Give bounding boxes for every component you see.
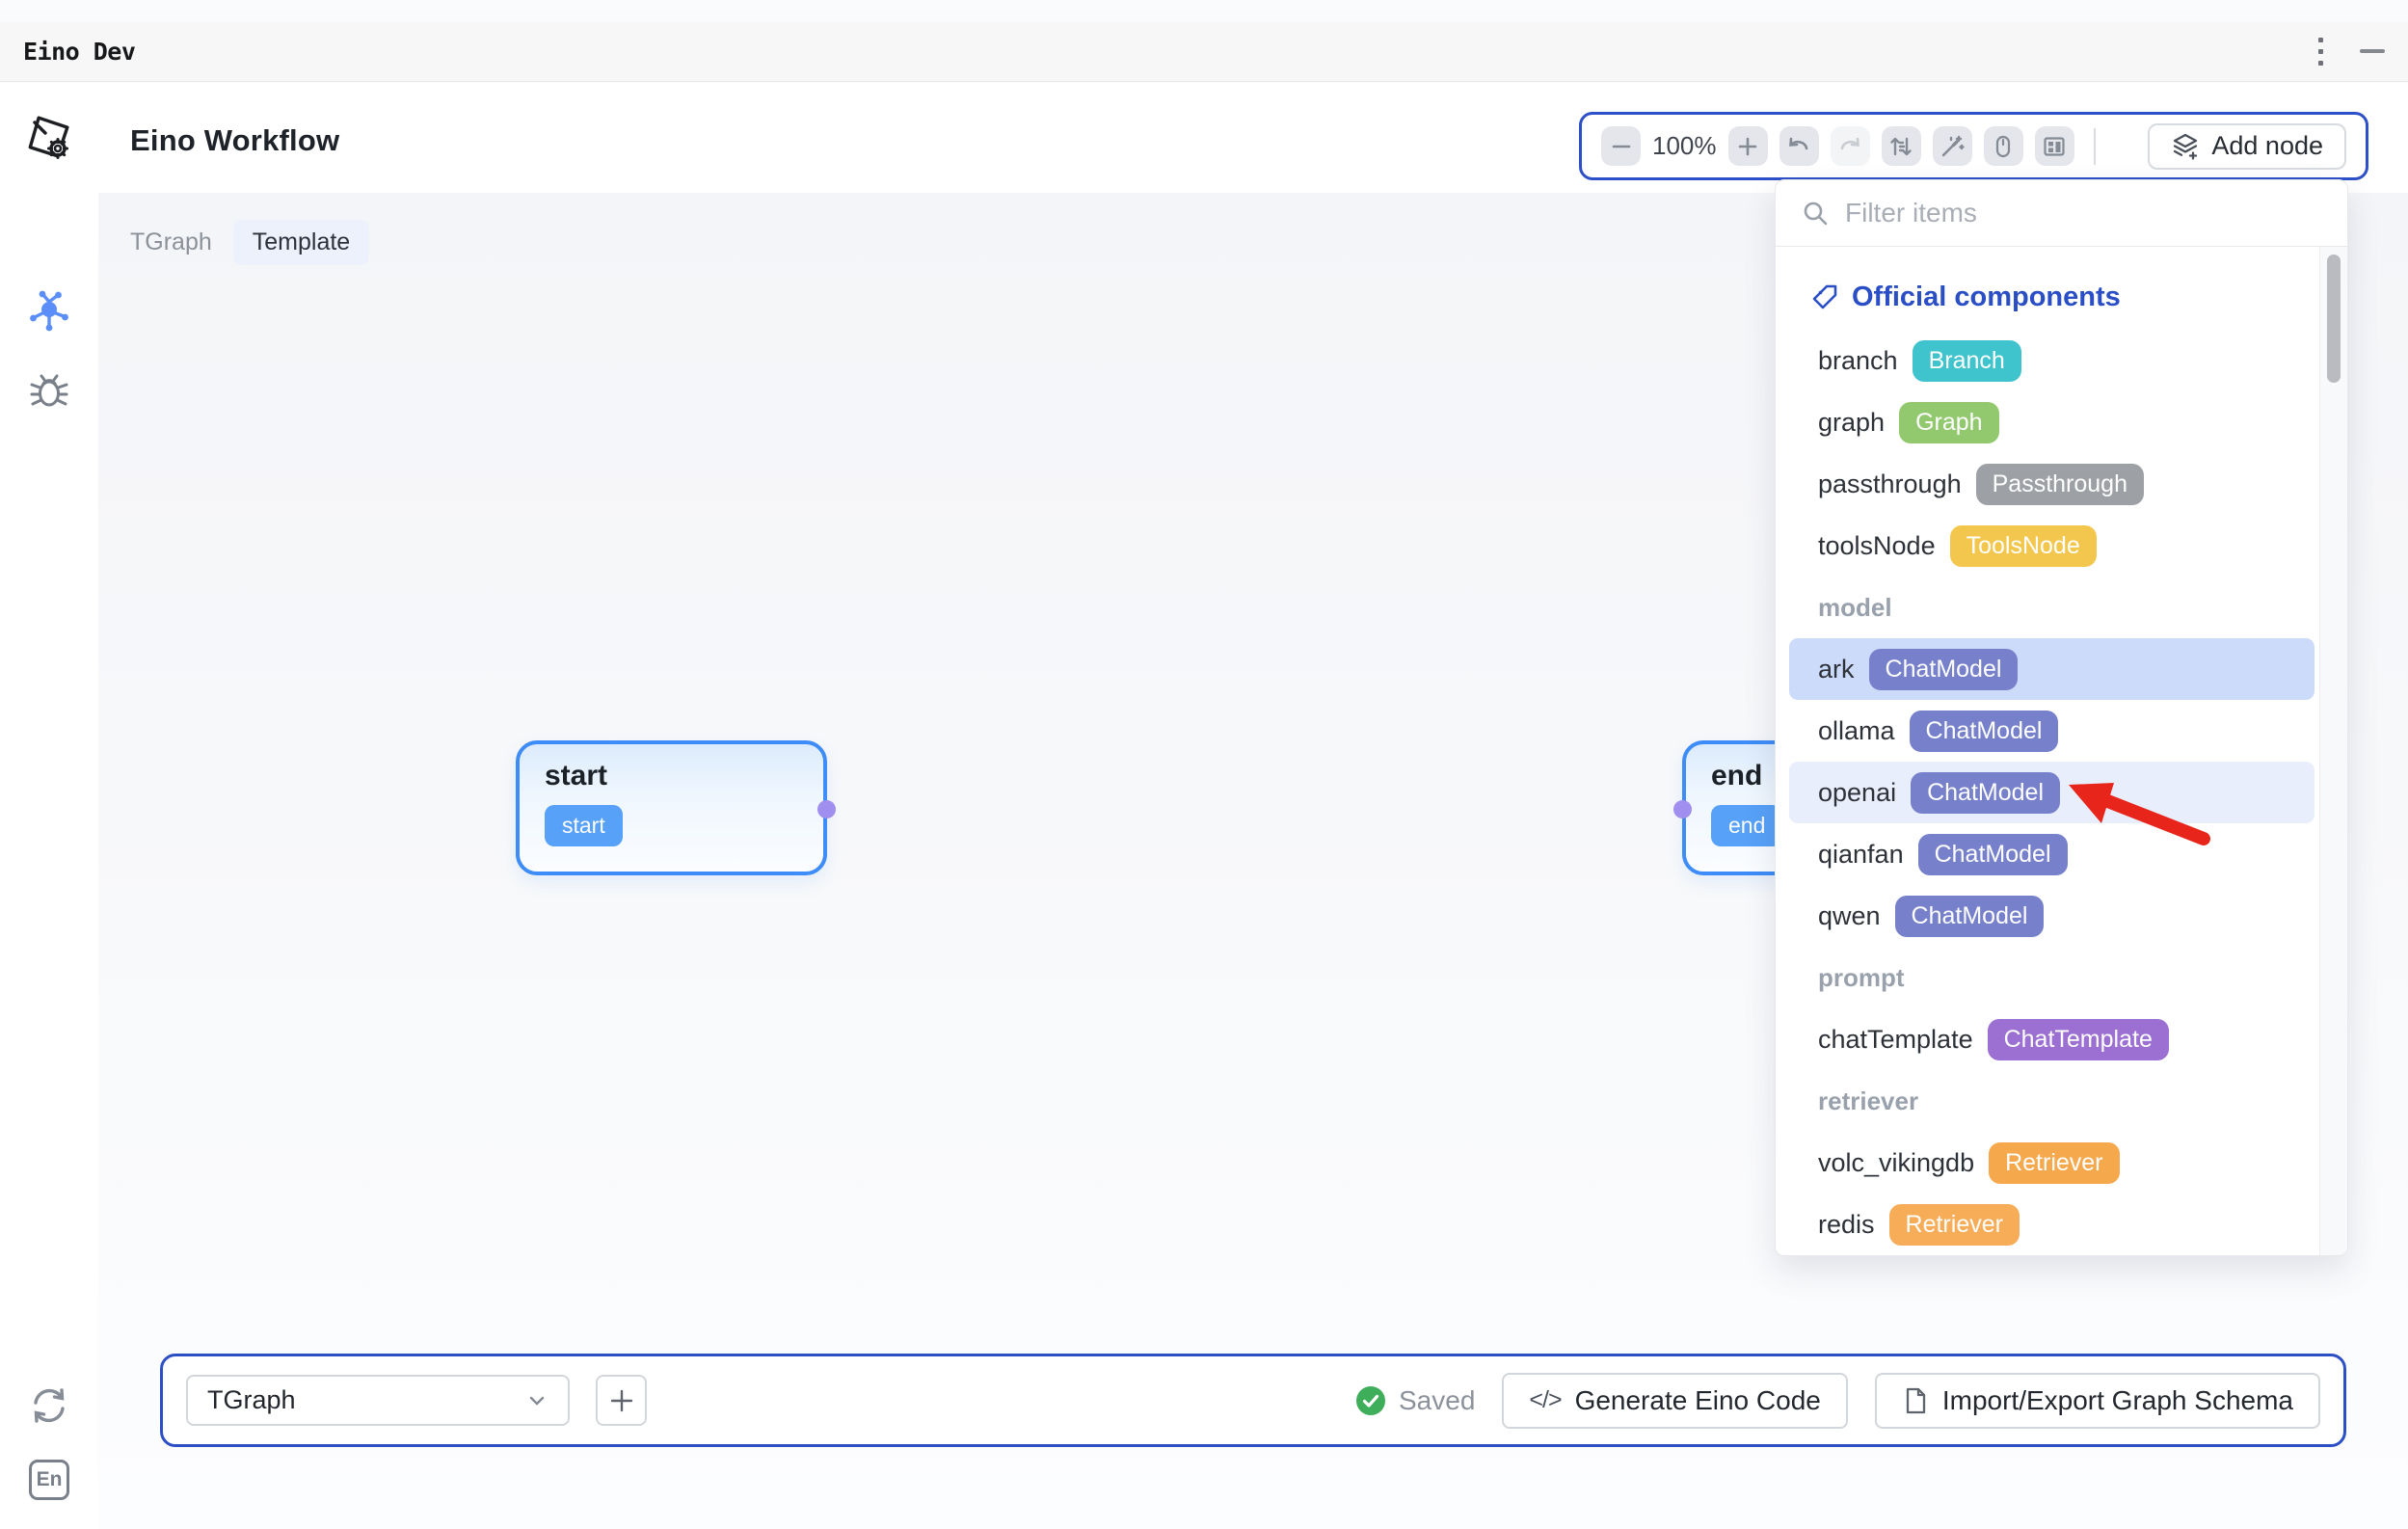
component-type-badge: Retriever [1989,1141,2120,1184]
component-item-redis[interactable]: redis Retriever [1789,1194,2314,1255]
zoom-in-button[interactable] [1727,126,1768,166]
language-icon[interactable]: En [0,1460,98,1500]
minimize-icon[interactable] [2360,49,2385,53]
panel-scrollbar-track [2319,247,2347,1255]
save-status: Saved [1355,1385,1475,1416]
component-name: branch [1818,345,1898,375]
component-name: qianfan [1818,839,1904,869]
saved-label: Saved [1399,1384,1476,1415]
saved-check-icon [1356,1385,1385,1415]
import-export-button[interactable]: Import/Export Graph Schema [1874,1372,2320,1429]
section-label-model: model [1818,592,1892,622]
component-name: volc_vikingdb [1818,1147,1975,1177]
add-node-button[interactable]: Add node [2148,122,2346,170]
graph-select-value: TGraph [207,1385,296,1414]
code-icon: </> [1529,1386,1562,1413]
component-type-badge: ChatModel [1917,833,2068,875]
component-item-branch[interactable]: branch Branch [1789,330,2314,391]
filter-items-input[interactable] [1845,198,2321,228]
page-title: Eino Workflow [130,123,340,157]
add-node-label: Add node [2211,131,2323,160]
mouse-icon[interactable] [1983,126,2023,166]
component-type-badge: ChatModel [1909,710,2059,752]
component-item-toolsNode[interactable]: toolsNode ToolsNode [1789,515,2314,577]
official-components-header: Official components [1776,264,2321,330]
start-node-title: start [545,760,608,791]
component-name: qwen [1818,900,1881,930]
component-item-ark[interactable]: ark ChatModel [1789,638,2314,700]
layers-plus-icon [2174,133,2198,160]
component-item-passthrough[interactable]: passthrough Passthrough [1789,453,2314,515]
redo-icon[interactable] [1830,126,1870,166]
sidebar: En ? [0,83,98,1529]
component-name: openai [1818,777,1897,807]
workflow-graph-icon[interactable] [0,289,98,334]
component-name: redis [1818,1209,1875,1239]
component-type-badge: Retriever [1888,1203,2020,1246]
graph-select[interactable]: TGraph [186,1375,570,1426]
component-type-badge: ChatModel [1868,648,2019,690]
auto-layout-icon[interactable] [1881,126,1921,166]
graph-tabs: TGraph Template [130,220,370,265]
generate-code-button[interactable]: </> Generate Eino Code [1502,1372,1848,1429]
component-item-graph[interactable]: graph Graph [1789,391,2314,453]
component-type-badge: ToolsNode [1949,524,2097,567]
kebab-menu-icon[interactable] [2314,34,2327,69]
components-panel: Official components branch Branch graph Gra… [1775,179,2348,1256]
component-item-qwen[interactable]: qwen ChatModel [1789,885,2314,947]
section-label-retriever: retriever [1818,1086,1919,1115]
add-graph-button[interactable] [596,1375,647,1426]
component-type-badge: Graph [1899,401,1999,443]
component-item-qianfan[interactable]: qianfan ChatModel [1789,823,2314,885]
undo-icon[interactable] [1779,126,1819,166]
canvas-toolbar: 100% [1579,112,2368,180]
component-type-badge: ChatModel [1911,771,2060,814]
component-item-ollama[interactable]: ollama ChatModel [1789,700,2314,762]
start-node[interactable]: start start [516,740,836,875]
components-list: Official components branch Branch graph Gra… [1776,247,2321,1255]
import-export-label: Import/Export Graph Schema [1941,1384,2293,1415]
component-name: ark [1818,654,1855,684]
toolbar-divider [2093,127,2096,165]
component-item-openai[interactable]: openai ChatModel [1789,762,2314,823]
component-item-volc_vikingdb[interactable]: volc_vikingdb Retriever [1789,1132,2314,1194]
zoom-out-button[interactable] [1601,126,1641,166]
component-name: chatTemplate [1818,1024,1973,1054]
tab-template[interactable]: Template [232,220,370,265]
official-components-label: Official components [1852,281,2121,312]
component-name: toolsNode [1818,530,1936,560]
filter-search-row [1776,180,2347,247]
magic-wand-icon[interactable] [1932,126,1972,166]
component-name: ollama [1818,715,1895,745]
document-icon [1906,1387,1925,1413]
generate-code-label: Generate Eino Code [1574,1384,1821,1415]
debug-bug-icon[interactable] [0,368,98,413]
layout-panel-icon[interactable] [2034,126,2074,166]
component-name: graph [1818,407,1886,437]
zoom-level-label: 100% [1652,131,1717,160]
tab-tgraph[interactable]: TGraph [130,228,212,255]
end-node-title: end [1711,760,1763,791]
end-node-input-port[interactable] [1673,800,1692,818]
end-node-badge: end [1711,805,1783,846]
panel-scrollbar-thumb[interactable] [2327,255,2341,383]
search-icon [1804,201,1828,226]
start-node-badge: start [545,805,623,846]
component-item-chatTemplate[interactable]: chatTemplate ChatTemplate [1789,1008,2314,1070]
section-label-prompt: prompt [1818,962,1905,992]
sync-icon[interactable] [0,1383,98,1428]
component-type-badge: ChatModel [1894,895,2045,937]
component-type-badge: Branch [1912,339,2021,382]
app-logo-icon[interactable] [0,110,98,166]
chevron-down-icon [529,1396,545,1406]
start-node-output-port[interactable] [817,800,836,818]
window-title: Eino Dev [23,37,136,66]
component-name: passthrough [1818,469,1962,498]
window-titlebar: Eino Dev [0,21,2408,82]
footer-bar: TGraph Saved </> Generate Eino Code Impo… [160,1354,2346,1447]
tag-icon [1812,284,1837,309]
language-icon-label: En [29,1460,69,1500]
component-type-badge: ChatTemplate [1987,1018,2169,1060]
component-type-badge: Passthrough [1975,463,2144,505]
